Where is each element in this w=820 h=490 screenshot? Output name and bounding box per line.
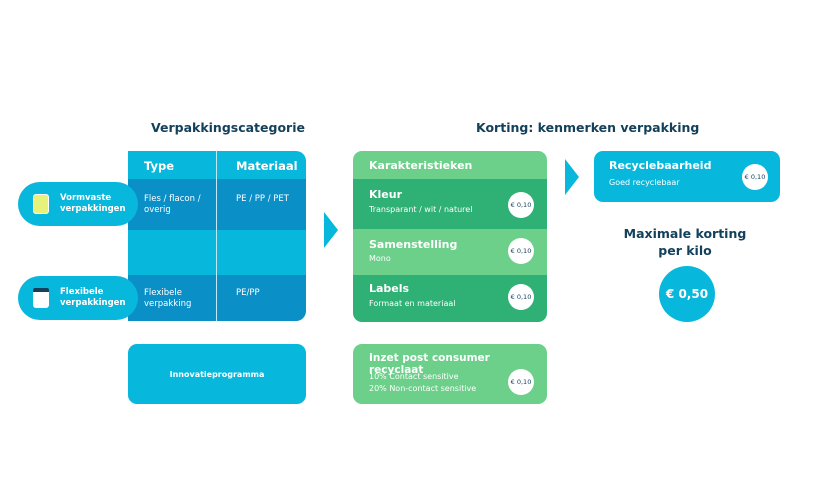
recyclability-subtitle: Goed recyclebaar <box>609 178 680 187</box>
table-column-divider <box>216 151 217 321</box>
characteristics-title: Karakteristieken <box>369 159 473 172</box>
arrow-right-icon <box>565 159 579 195</box>
heading-discount-features: Korting: kenmerken verpakking <box>476 120 700 135</box>
price-badge: € 0,10 <box>742 164 768 190</box>
innovation-program-box: Innovatieprogramma <box>128 344 306 404</box>
price-badge: € 0,10 <box>508 369 534 395</box>
category-flexible-pill: Flexibele verpakkingen <box>18 276 138 320</box>
max-discount-value: € 0,50 <box>659 266 715 322</box>
category-rigid-label: Vormvaste verpakkingen <box>60 193 126 214</box>
recycled-content-title: Inzet post consumer recyclaat <box>369 352 490 376</box>
recycled-line-contact: 10% Contact sensitive <box>369 372 459 381</box>
characteristic-composition-subtitle: Mono <box>369 254 391 263</box>
characteristics-header <box>353 151 547 179</box>
max-discount-label: Maximale korting per kilo <box>623 226 747 258</box>
bottle-icon <box>33 194 49 214</box>
characteristic-color-title: Kleur <box>369 188 403 201</box>
price-badge: € 0,10 <box>508 284 534 310</box>
cell-material-rigid: PE / PP / PET <box>236 194 289 204</box>
arrow-right-icon <box>324 212 338 248</box>
characteristic-labels-subtitle: Formaat en materiaal <box>369 299 456 308</box>
price-badge: € 0,10 <box>508 192 534 218</box>
characteristic-composition-title: Samenstelling <box>369 238 458 251</box>
recyclability-box: Recyclebaarheid Goed recyclebaar € 0,10 <box>594 151 780 202</box>
characteristic-color-subtitle: Transparant / wit / naturel <box>369 205 473 214</box>
characteristics-block: Karakteristieken Kleur Transparant / wit… <box>353 151 547 322</box>
cell-type-rigid: Fles / flacon / overig <box>144 194 201 215</box>
recycled-line-noncontact: 20% Non-contact sensitive <box>369 384 477 393</box>
cell-type-flexible: Flexibele verpakking <box>144 288 192 309</box>
table-row <box>128 275 306 321</box>
category-rigid-pill: Vormvaste verpakkingen <box>18 182 138 226</box>
cell-material-flexible: PE/PP <box>236 288 260 298</box>
category-flexible-label: Flexibele verpakkingen <box>60 287 126 308</box>
table-row <box>128 179 306 230</box>
characteristic-labels-title: Labels <box>369 282 410 295</box>
table-header-material: Materiaal <box>236 159 298 173</box>
recycled-content-box: Inzet post consumer recyclaat 10% Contac… <box>353 344 547 404</box>
pouch-seal-icon <box>33 288 49 292</box>
pouch-icon <box>33 288 49 308</box>
heading-packaging-category: Verpakkingscategorie <box>151 120 305 135</box>
recyclability-title: Recyclebaarheid <box>609 159 712 172</box>
table-header-row <box>128 151 306 179</box>
table-spacer-row <box>128 230 306 275</box>
price-badge: € 0,10 <box>508 238 534 264</box>
table-header-type: Type <box>144 159 175 173</box>
packaging-table: Type Materiaal Fles / flacon / overig PE… <box>128 151 306 321</box>
